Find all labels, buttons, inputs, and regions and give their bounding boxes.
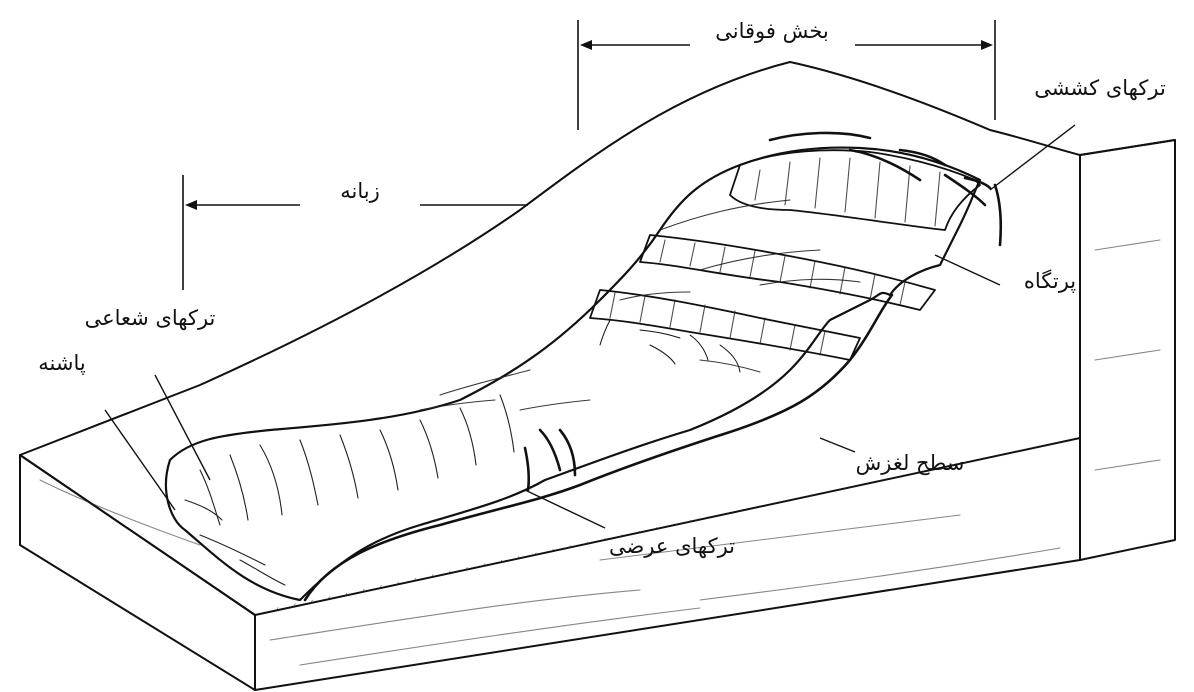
landslide-body xyxy=(166,133,1001,600)
label-transverse-cracks: ترکهای عرضی xyxy=(609,534,735,558)
label-scarp: پرتگاه xyxy=(1024,269,1076,293)
label-tension-cracks: ترکهای کششی xyxy=(1034,76,1166,100)
landslide-outline xyxy=(166,148,980,600)
block-top-front-edge xyxy=(20,455,255,615)
label-tongue: زبانه xyxy=(340,179,380,203)
hillslope-surface xyxy=(20,62,1175,455)
flow-surface-lines xyxy=(420,200,860,410)
scarp-face-lower xyxy=(590,290,860,360)
leader-tension-cracks xyxy=(990,125,1075,190)
label-slip-surface: سطح لغزش xyxy=(856,451,965,475)
leader-slip-surface xyxy=(820,438,855,452)
scarp-hatching xyxy=(610,158,940,355)
label-radial-cracks: ترکهای شعاعی xyxy=(85,306,216,330)
slip-surface-line xyxy=(305,295,892,600)
label-toe: پاشنه xyxy=(38,351,86,375)
leader-scarp xyxy=(935,255,1000,285)
block-side-face xyxy=(1080,140,1175,560)
terrain-block xyxy=(20,62,1175,690)
front-face-texture xyxy=(40,240,1160,665)
label-upper-section: بخش فوقانی xyxy=(715,19,829,43)
leader-toe xyxy=(105,410,175,510)
leader-transverse-cracks xyxy=(525,490,605,528)
